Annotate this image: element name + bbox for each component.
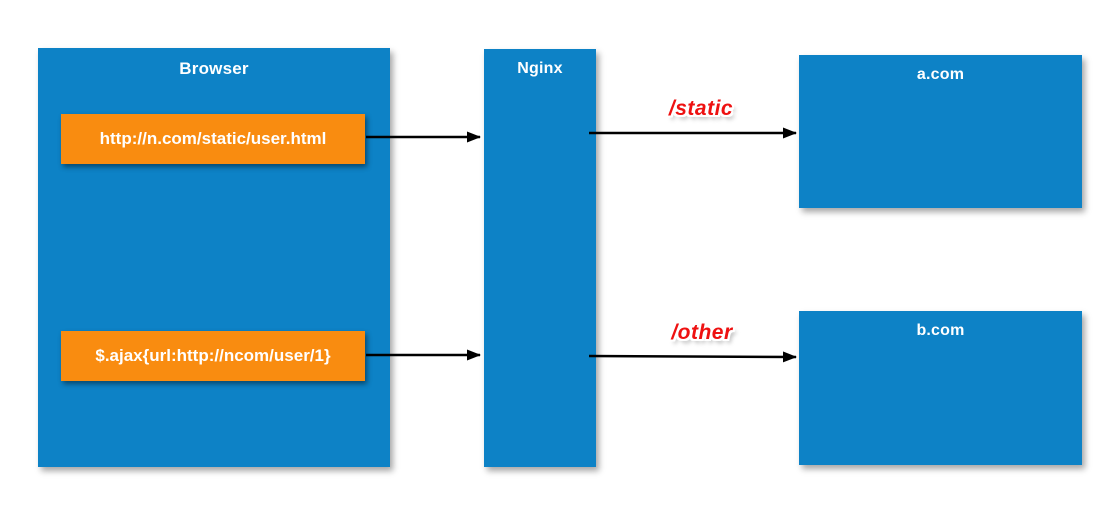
request-static-chip: http://n.com/static/user.html: [61, 114, 365, 164]
arrow-nginx-to-bcom: [588, 351, 797, 363]
request-static-label: http://n.com/static/user.html: [99, 129, 327, 148]
server-a-node: a.com: [799, 55, 1082, 208]
server-b-node: b.com: [799, 311, 1082, 465]
request-ajax-label: $.ajax{url:http://ncom/user/1}: [95, 346, 331, 365]
nginx-node: Nginx: [484, 49, 596, 467]
browser-node: Browser: [38, 48, 390, 467]
route-label-static: /static: [668, 97, 734, 120]
server-a-title: a.com: [916, 66, 965, 83]
server-b-title: b.com: [916, 322, 965, 339]
route-label-other: /other: [671, 321, 733, 344]
browser-title: Browser: [179, 59, 249, 78]
request-ajax-chip: $.ajax{url:http://ncom/user/1}: [61, 331, 365, 381]
nginx-title: Nginx: [517, 60, 563, 77]
